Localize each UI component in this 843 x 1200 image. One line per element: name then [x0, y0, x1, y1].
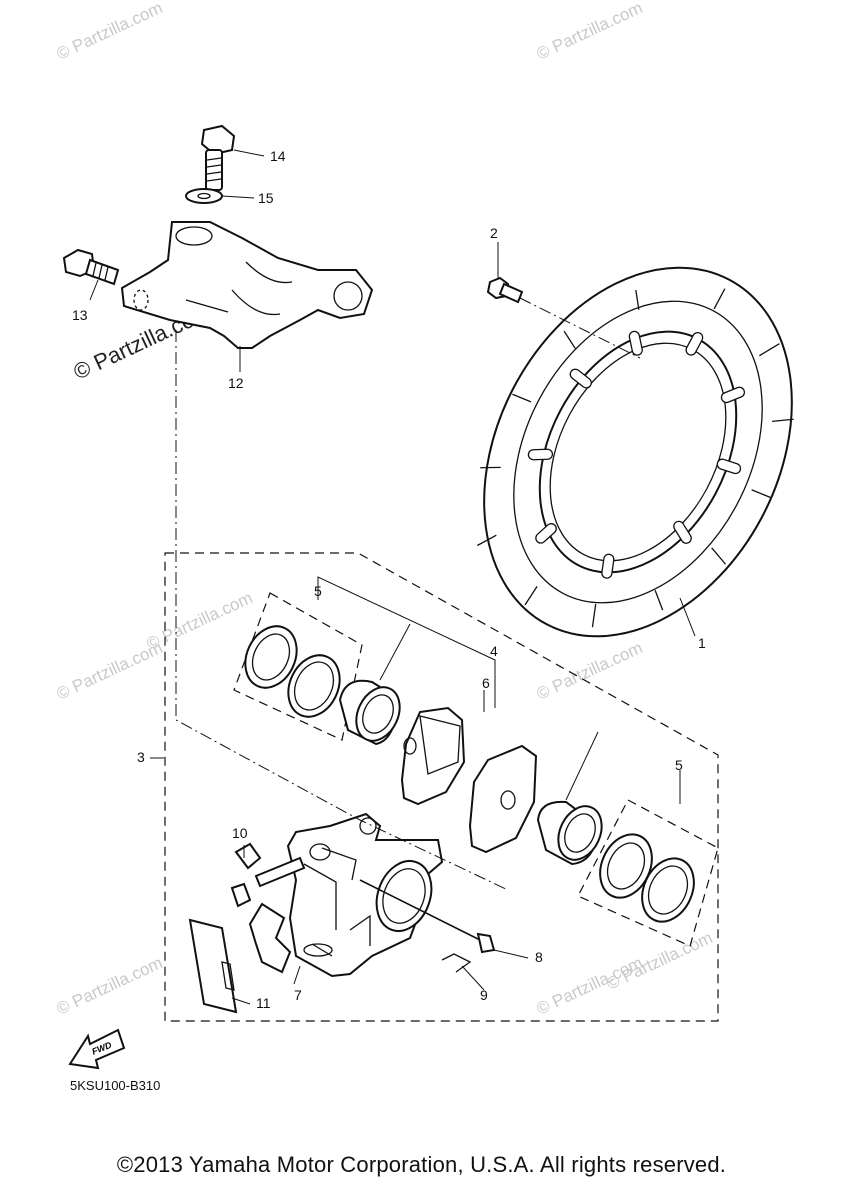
caliper-body [286, 812, 444, 978]
seal-kit-5-left [233, 592, 363, 741]
watermark-text: © Partzilla.com [54, 953, 166, 1019]
pad-spring-7 [248, 902, 292, 974]
leader-lines [89, 149, 696, 1005]
callout-6: 6 [482, 675, 490, 691]
copyright-notice: ©2013 Yamaha Motor Corporation, U.S.A. A… [116, 1152, 727, 1177]
caliper-assembly-box [164, 552, 719, 1022]
brake-pad-6-right [468, 744, 538, 854]
callout-7: 7 [294, 987, 302, 1003]
washer-15 [185, 188, 223, 204]
watermark-text: © Partzilla.com [534, 953, 646, 1019]
forward-arrow-icon: FWD [68, 1028, 126, 1070]
watermark-text: © Partzilla.com [534, 0, 646, 64]
caliper-bracket-12 [120, 221, 374, 349]
callout-9: 9 [480, 987, 488, 1003]
piston-4-right [536, 800, 603, 866]
callout-11: 11 [256, 995, 271, 1011]
pin-clip-9 [441, 953, 472, 973]
watermark-text: © Partzilla.com [144, 588, 256, 654]
bolt-13 [62, 248, 120, 286]
bolt-2 [486, 276, 524, 304]
callout-13: 13 [72, 307, 88, 323]
callout-10: 10 [232, 825, 248, 841]
shim-plate-11 [188, 918, 238, 1014]
diagram-code: 5KSU100-B310 [70, 1078, 160, 1093]
watermark-text: © Partzilla.com [534, 638, 646, 704]
callout-2: 2 [490, 225, 498, 241]
callout-3: 3 [137, 749, 145, 765]
callout-8: 8 [535, 949, 543, 965]
callout-14: 14 [270, 148, 286, 164]
callout-labels: 1 2 3 4 5 5 6 7 8 9 10 11 12 13 14 15 [72, 148, 706, 1011]
callout-4: 4 [490, 643, 498, 659]
callout-1: 1 [698, 635, 706, 651]
callout-15: 15 [258, 190, 274, 206]
callout-12: 12 [228, 375, 244, 391]
bleed-screw-10 [230, 842, 306, 908]
callout-5-right: 5 [675, 757, 683, 773]
seal-kit-5-right [577, 799, 719, 947]
bolt-14 [200, 124, 236, 191]
brake-pad-6-left [400, 706, 466, 806]
brake-disc-1 [476, 266, 794, 638]
callout-5-left: 5 [314, 583, 322, 599]
piston-4-left [338, 679, 401, 746]
watermark-text: © Partzilla.com [54, 0, 166, 64]
